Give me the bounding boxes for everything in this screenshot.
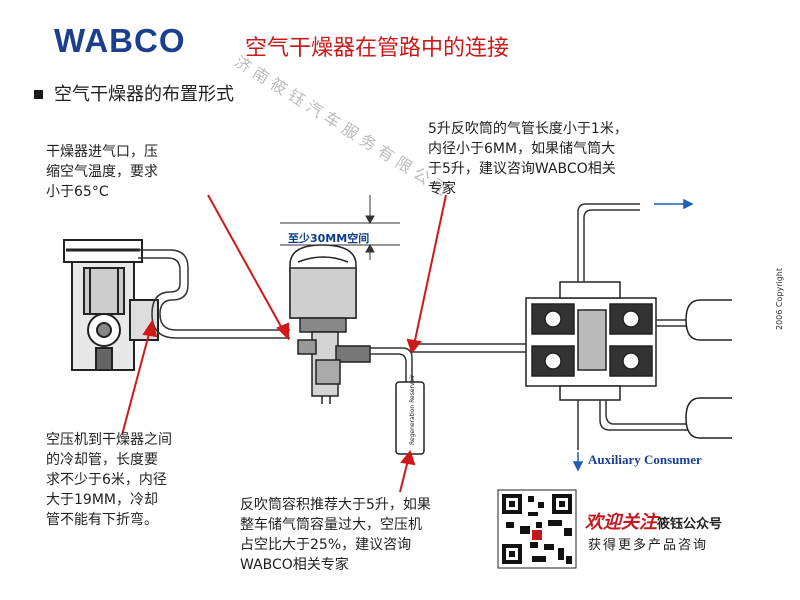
cooling-pipe-note: 空压机到干燥器之间 的冷却管，长度要 求不少于6米，内径 大于19MM，冷却 管… bbox=[46, 432, 172, 528]
flow-arrows bbox=[572, 198, 694, 472]
inlet-note: 干燥器进气口，压 缩空气温度，要求 小于65°C bbox=[46, 144, 158, 200]
protection-valve bbox=[525, 281, 657, 401]
promo-line-2: 获得更多产品咨询 bbox=[588, 538, 709, 553]
section-heading: 空气干燥器的布置形式 bbox=[54, 84, 234, 105]
promo-line-1: 欢迎关注筱钰公众号 bbox=[585, 508, 722, 534]
promo-account: 筱钰公众号 bbox=[657, 517, 723, 532]
reservoir-note: 反吹筒容积推荐大于5升，如果 整车储气筒容量过大，空压机 占空比大于25%，建议… bbox=[240, 497, 431, 573]
air-compressor bbox=[63, 239, 159, 371]
brake-reservoirs bbox=[685, 299, 732, 439]
gap-label: 至少30MM空间 bbox=[288, 232, 370, 245]
qr-code bbox=[497, 489, 577, 569]
supply-pipe bbox=[370, 343, 540, 385]
wabco-logo: WABCO bbox=[54, 22, 186, 59]
air-dryer bbox=[289, 244, 371, 404]
regen-reservoir-label: Regeneration Reservoir bbox=[409, 374, 416, 445]
copyright: 2006 Copyright bbox=[775, 268, 784, 330]
bullet-square-icon bbox=[34, 90, 43, 99]
gap-dimension bbox=[280, 195, 400, 260]
annotation-arrows bbox=[121, 194, 447, 493]
promo-follow: 欢迎关注 bbox=[585, 512, 657, 533]
output-pipes bbox=[577, 203, 690, 450]
auxiliary-consumer-label: Auxiliary Consumer bbox=[588, 452, 702, 467]
cooling-pipe bbox=[138, 249, 290, 339]
pipe-note: 5升反吹筒的气管长度小于1米， 内径小于6MM，如果储气筒大 于5升，建议咨询W… bbox=[428, 121, 628, 197]
page-title: 空气干燥器在管路中的连接 bbox=[245, 36, 510, 61]
